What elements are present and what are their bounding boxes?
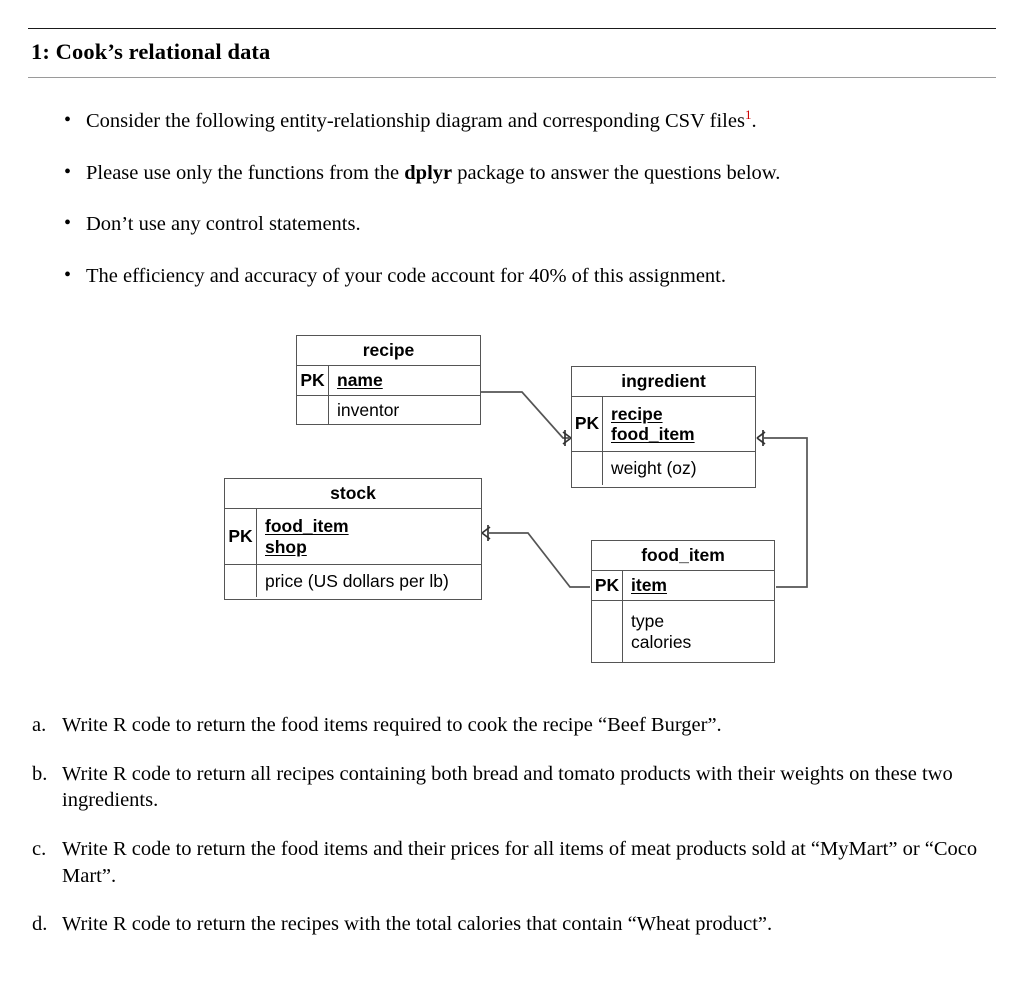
entity-ingredient-pk-label: PK bbox=[572, 397, 603, 451]
question-label: a. bbox=[32, 714, 47, 736]
list-item: • Please use only the functions from the… bbox=[60, 160, 1010, 186]
entity-food-item-attr-row: type calories bbox=[592, 601, 774, 662]
entity-recipe-pk-attrs: name bbox=[329, 366, 480, 395]
entity-recipe-pk-label: PK bbox=[297, 366, 329, 395]
bullet-bold-term: dplyr bbox=[404, 161, 453, 184]
entity-recipe-attr-row: inventor bbox=[297, 396, 480, 424]
bullet-icon: • bbox=[64, 109, 72, 131]
question-text: Write R code to return the recipes with … bbox=[62, 913, 773, 936]
attribute-recipe: recipe bbox=[611, 403, 663, 424]
bullet-text-main: Please use only the functions from the bbox=[86, 161, 405, 184]
footnote-marker[interactable]: 1 bbox=[744, 107, 752, 123]
entity-stock-pk-label: PK bbox=[225, 509, 257, 564]
bullet-text: Consider the following entity-relationsh… bbox=[86, 108, 1010, 134]
bullet-text: The efficiency and accuracy of your code… bbox=[86, 265, 726, 288]
question-label: b. bbox=[32, 762, 48, 785]
bullet-icon: • bbox=[64, 264, 72, 287]
header-rule-top bbox=[28, 28, 996, 29]
bullet-text: Please use only the functions from the d… bbox=[86, 160, 1010, 186]
question-text: Write R code to return the food items an… bbox=[62, 837, 978, 887]
attribute-inventor: inventor bbox=[337, 399, 400, 420]
question-item-b: b. Write R code to return all recipes co… bbox=[32, 761, 1012, 814]
entity-stock-attrs: price (US dollars per lb) bbox=[257, 565, 481, 597]
entity-food-item-pk-row: PK item bbox=[592, 571, 774, 601]
entity-ingredient-attr-row: weight (oz) bbox=[572, 452, 755, 485]
entity-ingredient-pk-row: PK recipe food_item bbox=[572, 397, 755, 452]
entity-recipe-attrs: inventor bbox=[329, 396, 480, 424]
entity-recipe-pk-row: PK name bbox=[297, 366, 480, 396]
entity-relationship-diagram: recipe PK name inventor ingredient PK re… bbox=[0, 320, 1024, 690]
bullet-icon: • bbox=[64, 212, 72, 235]
entity-recipe[interactable]: recipe PK name inventor bbox=[296, 335, 481, 425]
attribute-type: type bbox=[631, 611, 665, 632]
bullet-text-tail: package to answer the questions below. bbox=[452, 161, 781, 184]
bullet-text: Don’t use any control statements. bbox=[86, 213, 361, 236]
entity-food-item-empty-key bbox=[592, 601, 623, 662]
attribute-item: item bbox=[631, 575, 667, 596]
relationship-stock-fooditem bbox=[481, 525, 590, 588]
list-item: • Consider the following entity-relation… bbox=[60, 108, 1010, 134]
question-item-a: a. Write R code to return the food items… bbox=[32, 712, 1012, 739]
entity-stock[interactable]: stock PK food_item shop price (US dollar… bbox=[224, 478, 482, 600]
header-rule-bottom bbox=[28, 76, 996, 78]
list-item: • Don’t use any control statements. bbox=[60, 211, 1010, 237]
section-header: 1: Cook’s relational data bbox=[28, 28, 996, 78]
attribute-name: name bbox=[337, 370, 383, 391]
attribute-food-item: food_item bbox=[265, 516, 349, 537]
question-label: c. bbox=[32, 837, 47, 860]
entity-ingredient[interactable]: ingredient PK recipe food_item weight (o… bbox=[571, 366, 756, 488]
attribute-food-item: food_item bbox=[611, 424, 695, 444]
entity-stock-title: stock bbox=[225, 479, 481, 509]
entity-food-item-pk-attrs: item bbox=[623, 571, 774, 600]
attribute-shop: shop bbox=[265, 536, 307, 557]
question-item-d: d. Write R code to return the recipes wi… bbox=[32, 911, 1012, 938]
er-connector-lines bbox=[481, 391, 808, 588]
instructions-list: • Consider the following entity-relation… bbox=[60, 108, 1010, 315]
entity-stock-empty-key bbox=[225, 565, 257, 597]
attribute-calories: calories bbox=[631, 631, 692, 652]
entity-food-item-attrs: type calories bbox=[623, 601, 774, 662]
question-item-c: c. Write R code to return the food items… bbox=[32, 836, 1012, 889]
attribute-price: price (US dollars per lb) bbox=[265, 570, 449, 591]
entity-ingredient-pk-attrs: recipe food_item bbox=[603, 397, 755, 451]
bullet-text-tail: . bbox=[751, 110, 757, 132]
question-text: Write R code to return the food items re… bbox=[62, 714, 722, 736]
entity-recipe-empty-key bbox=[297, 396, 329, 424]
entity-stock-attr-row: price (US dollars per lb) bbox=[225, 565, 481, 597]
entity-food-item-title: food_item bbox=[592, 541, 774, 571]
entity-food-item-pk-label: PK bbox=[592, 571, 623, 600]
entity-food-item[interactable]: food_item PK item type calories bbox=[591, 540, 775, 663]
question-text: Write R code to return all recipes conta… bbox=[62, 762, 953, 812]
attribute-weight: weight (oz) bbox=[611, 458, 697, 479]
entity-stock-pk-row: PK food_item shop bbox=[225, 509, 481, 565]
entity-ingredient-attrs: weight (oz) bbox=[603, 452, 755, 485]
bullet-text-main: Consider the following entity-relationsh… bbox=[86, 110, 745, 132]
list-item: • The efficiency and accuracy of your co… bbox=[60, 263, 1010, 289]
relationship-ingredient-fooditem bbox=[756, 430, 808, 588]
bullet-icon: • bbox=[64, 160, 72, 183]
entity-recipe-title: recipe bbox=[297, 336, 480, 366]
questions-list: a. Write R code to return the food items… bbox=[32, 712, 1012, 960]
question-label: d. bbox=[32, 913, 48, 936]
entity-stock-pk-attrs: food_item shop bbox=[257, 509, 481, 564]
entity-ingredient-title: ingredient bbox=[572, 367, 755, 397]
entity-ingredient-empty-key bbox=[572, 452, 603, 485]
page-title: 1: Cook’s relational data bbox=[31, 39, 271, 64]
relationship-recipe-ingredient bbox=[481, 391, 572, 446]
